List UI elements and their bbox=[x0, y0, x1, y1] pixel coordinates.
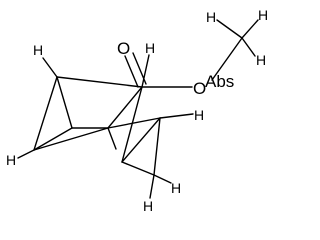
structure-diagram: O O Abs H H H H H H H H H bbox=[6, 7, 268, 214]
bond-c2-c5 bbox=[107, 86, 143, 129]
bond-h-right bbox=[159, 113, 194, 119]
bond-c2-c6 bbox=[121, 86, 143, 163]
bond-o-methyl bbox=[211, 37, 243, 81]
bond-c3-c5 bbox=[33, 127, 109, 151]
hydrogen-label-right: H bbox=[194, 107, 204, 123]
hydrogen-label-bottom-right: H bbox=[171, 180, 181, 196]
bond-h-bottom-right bbox=[153, 174, 172, 184]
bond-h-left bbox=[17, 149, 35, 159]
structure-canvas: O O Abs H H H H H H H H H bbox=[6, 7, 268, 214]
bond-h-bottom-center bbox=[149, 174, 155, 199]
atom-label-carbonyl-oxygen: O bbox=[117, 39, 130, 58]
hydrogen-label-left: H bbox=[6, 152, 16, 168]
bond-h-top-center bbox=[141, 54, 150, 88]
bond-methyl-h-down bbox=[241, 37, 256, 57]
bond-methyl-h-right bbox=[241, 19, 259, 39]
atom-label-ester-oxygen: O bbox=[193, 79, 206, 98]
hydrogen-label-top-center: H bbox=[145, 40, 155, 56]
bond-c6-c8 bbox=[121, 161, 155, 176]
bond-c1-c2 bbox=[56, 76, 143, 88]
bond-c1-c4 bbox=[56, 76, 73, 129]
stereo-label-abs: Abs bbox=[205, 72, 234, 91]
hydrogen-label-top-left: H bbox=[33, 42, 43, 58]
hydrogen-label-methyl-left: H bbox=[206, 9, 216, 25]
hydrogen-label-methyl-right: H bbox=[258, 7, 268, 23]
bond-h-mid bbox=[107, 127, 117, 150]
hydrogen-label-methyl-down: H bbox=[256, 52, 266, 68]
bond-c1-c3 bbox=[33, 76, 58, 151]
bond-h-top-left bbox=[42, 57, 58, 78]
hydrogen-label-bottom-center: H bbox=[143, 198, 153, 214]
bond-c7-c6 bbox=[121, 117, 161, 163]
bond-c7-c8 bbox=[153, 117, 161, 176]
bond-carbonyl-double-a bbox=[124, 55, 139, 88]
bond-c3-c4 bbox=[33, 127, 73, 151]
bond-c5-c7 bbox=[107, 117, 161, 129]
bond-methyl-h-left bbox=[216, 19, 243, 39]
